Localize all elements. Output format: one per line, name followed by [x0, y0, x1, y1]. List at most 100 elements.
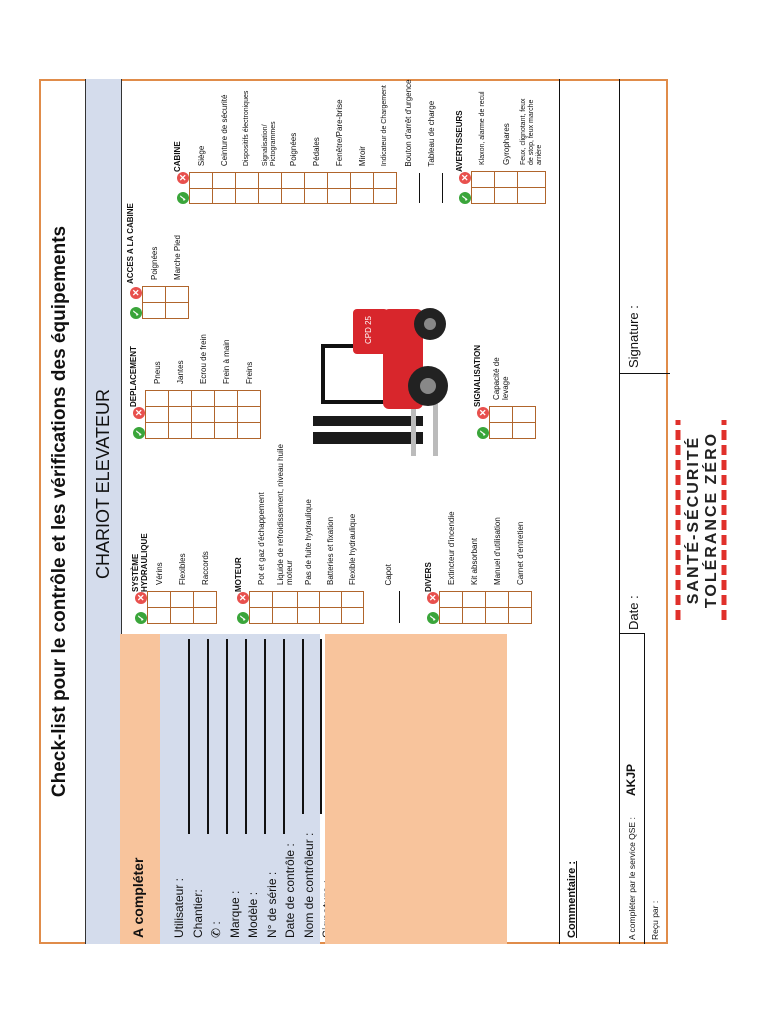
ko-cell[interactable] [439, 591, 463, 608]
a-completer-header: A compléter [120, 634, 161, 944]
signature-cell[interactable]: Signature : [620, 79, 670, 374]
ok-cell[interactable] [142, 302, 166, 319]
check-icon: ✓ [177, 192, 189, 204]
ok-cell[interactable] [508, 607, 532, 624]
ko-cell[interactable] [377, 591, 400, 608]
item-label: Carnet d'entretien [515, 521, 525, 585]
ko-cell[interactable] [471, 171, 495, 188]
ko-cell[interactable] [193, 591, 217, 608]
ko-cell[interactable] [145, 406, 169, 423]
ko-cell[interactable] [170, 591, 194, 608]
ok-cell[interactable] [512, 422, 536, 439]
ok-cell[interactable] [489, 422, 513, 439]
ok-cell[interactable] [147, 607, 171, 624]
ko-cell[interactable] [212, 172, 236, 189]
fill-line[interactable] [226, 639, 228, 834]
ok-cell[interactable] [327, 188, 351, 204]
ok-cell[interactable] [373, 188, 397, 204]
ko-cell[interactable] [462, 591, 486, 608]
spacer [364, 592, 378, 608]
date-cell[interactable]: Date : [620, 373, 670, 634]
ko-cell[interactable] [272, 591, 298, 608]
ok-cell[interactable] [168, 422, 192, 439]
ok-cell[interactable] [165, 302, 189, 319]
ko-cell[interactable] [512, 406, 536, 423]
ok-cell[interactable] [485, 607, 509, 624]
ko-cell[interactable] [191, 406, 215, 423]
fill-line[interactable] [283, 639, 285, 834]
ok-cell[interactable] [297, 607, 320, 624]
ko-cell[interactable] [419, 172, 443, 189]
ok-cell[interactable] [494, 187, 518, 204]
ok-cell[interactable] [237, 422, 261, 439]
fill-line[interactable] [245, 639, 247, 834]
check-icon: ✓ [133, 427, 145, 439]
ok-cell[interactable] [439, 607, 463, 624]
ok-cell[interactable] [214, 422, 238, 439]
ok-cell[interactable] [462, 607, 486, 624]
field-telephone: ✆ : [209, 921, 223, 938]
ko-cell[interactable] [327, 172, 351, 189]
ok-cell[interactable] [249, 607, 273, 624]
extra-cell[interactable] [237, 390, 261, 407]
ok-cell[interactable] [396, 188, 420, 204]
ko-cell[interactable] [214, 406, 238, 423]
ok-cell[interactable] [419, 188, 443, 204]
ko-cell[interactable] [494, 171, 518, 188]
ok-cell[interactable] [319, 607, 342, 624]
ko-cell[interactable] [508, 591, 532, 608]
fill-line[interactable] [320, 639, 322, 814]
ko-cell[interactable] [147, 591, 171, 608]
ok-cell[interactable] [281, 188, 305, 204]
ko-cell[interactable] [249, 591, 273, 608]
cross-icon: ✕ [477, 406, 489, 419]
user-info-fields: Utilisateur : Chantier: ✆ : Marque : Mod… [170, 833, 337, 938]
ko-cell[interactable] [319, 591, 342, 608]
ko-cell[interactable] [350, 172, 374, 189]
ko-cell[interactable] [281, 172, 305, 189]
ok-cell[interactable] [235, 188, 259, 204]
fill-line[interactable] [207, 639, 209, 834]
ko-cell[interactable] [373, 172, 397, 189]
ko-cell[interactable] [341, 591, 364, 608]
extra-cell[interactable] [191, 390, 215, 407]
ok-cell[interactable] [145, 422, 169, 439]
ok-cell[interactable] [170, 607, 194, 624]
ok-cell[interactable] [377, 607, 400, 624]
ok-cell[interactable] [212, 188, 236, 204]
ko-cell[interactable] [168, 406, 192, 423]
ok-cell[interactable] [471, 187, 495, 204]
ok-cell[interactable] [517, 187, 546, 204]
fill-line[interactable] [264, 639, 266, 834]
ko-cell[interactable] [189, 172, 213, 189]
check-icon: ✓ [237, 612, 249, 624]
ok-cell[interactable] [272, 607, 298, 624]
cross-icon: ✕ [133, 406, 145, 419]
ok-cell[interactable] [350, 188, 374, 204]
ko-cell[interactable] [142, 286, 166, 303]
ko-cell[interactable] [235, 172, 259, 189]
ko-cell[interactable] [304, 172, 328, 189]
ko-cell[interactable] [237, 406, 261, 423]
ok-cell[interactable] [258, 188, 282, 204]
ko-cell[interactable] [297, 591, 320, 608]
fill-line[interactable] [302, 639, 304, 814]
comment-label: Commentaire : [566, 860, 578, 938]
extra-cell[interactable] [168, 390, 192, 407]
ok-cell[interactable] [191, 422, 215, 439]
ko-cell[interactable] [485, 591, 509, 608]
ko-cell[interactable] [489, 406, 513, 423]
ko-cell[interactable] [165, 286, 189, 303]
item-label: Klaxon, alarme de recul [479, 91, 486, 165]
ko-cell[interactable] [396, 172, 420, 189]
extra-cell[interactable] [214, 390, 238, 407]
ok-cell[interactable] [304, 188, 328, 204]
extra-cell[interactable] [145, 390, 169, 407]
ko-cell[interactable] [517, 171, 546, 188]
ok-cell[interactable] [193, 607, 217, 624]
comment-box[interactable]: Commentaire : [559, 79, 620, 944]
ok-cell[interactable] [189, 188, 213, 204]
fill-line[interactable] [188, 639, 190, 834]
ko-cell[interactable] [258, 172, 282, 189]
ok-cell[interactable] [341, 607, 364, 624]
